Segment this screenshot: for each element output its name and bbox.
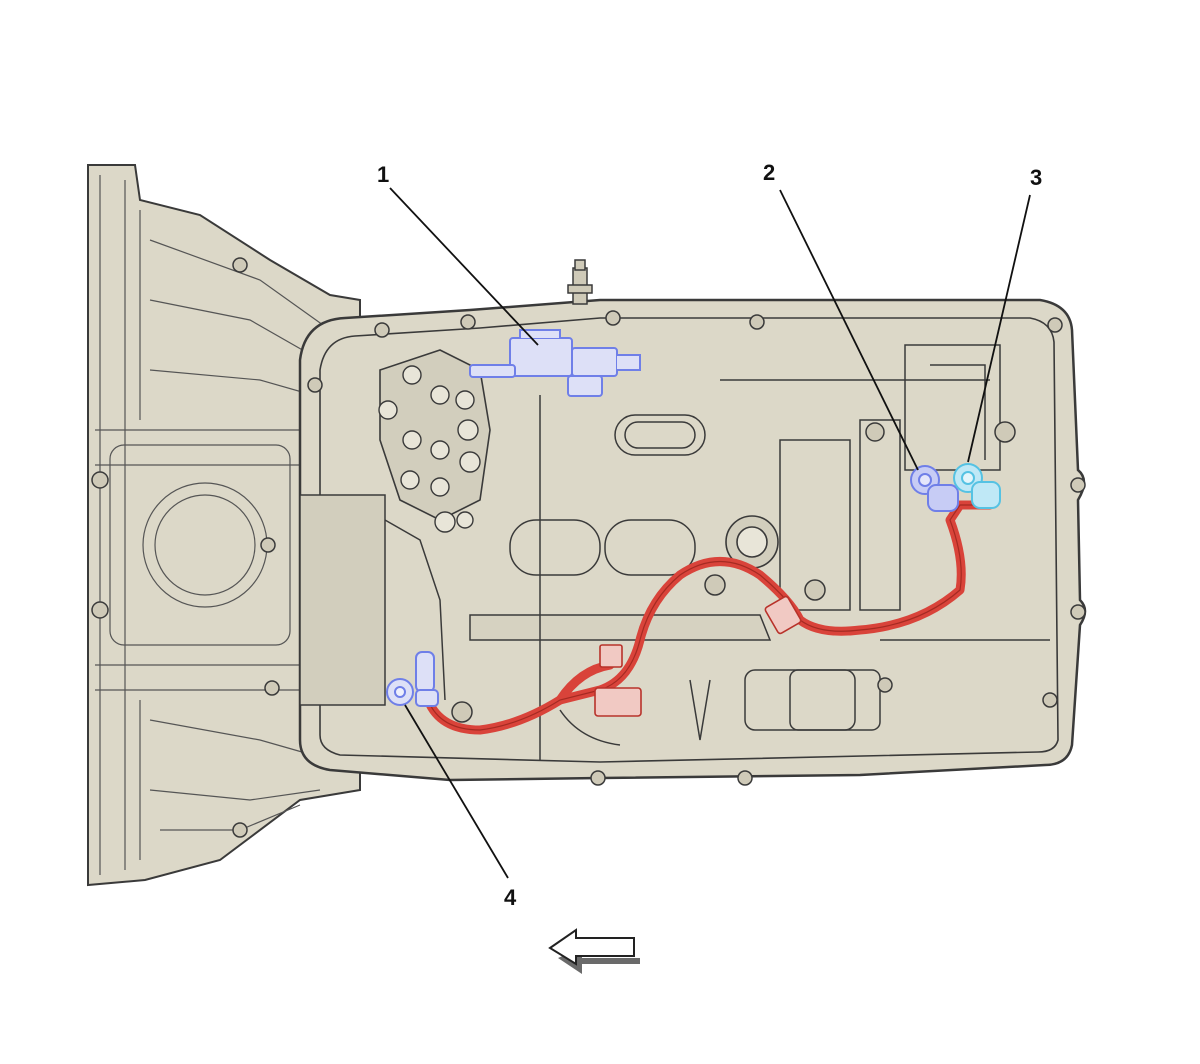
leader-line-2 <box>779 189 919 471</box>
breather-fitting <box>567 259 593 305</box>
leader-line-4 <box>404 704 509 879</box>
component-3-sensor <box>953 463 1001 509</box>
left-arrow-icon <box>548 928 640 974</box>
wiring-harness-outline <box>427 504 990 731</box>
leader-lines <box>389 187 1031 879</box>
component-2-sensor <box>910 465 959 512</box>
leader-line-3 <box>967 194 1031 463</box>
perimeter-bolts <box>264 310 1086 786</box>
pan-inner-details <box>299 344 1050 760</box>
harness-connectors <box>594 595 802 717</box>
callout-3: 3 <box>1030 165 1042 190</box>
valve-body-ports <box>378 365 481 533</box>
callout-2: 2 <box>763 160 775 185</box>
central-boss <box>725 515 779 569</box>
component-1-shift-solenoid <box>469 329 641 397</box>
callout-4: 4 <box>504 885 517 910</box>
bell-housing <box>87 164 361 887</box>
component-4-speed-sensor <box>386 651 439 707</box>
bell-housing-bolts <box>91 257 276 838</box>
leader-line-1 <box>389 187 539 346</box>
callout-1: 1 <box>377 162 389 187</box>
